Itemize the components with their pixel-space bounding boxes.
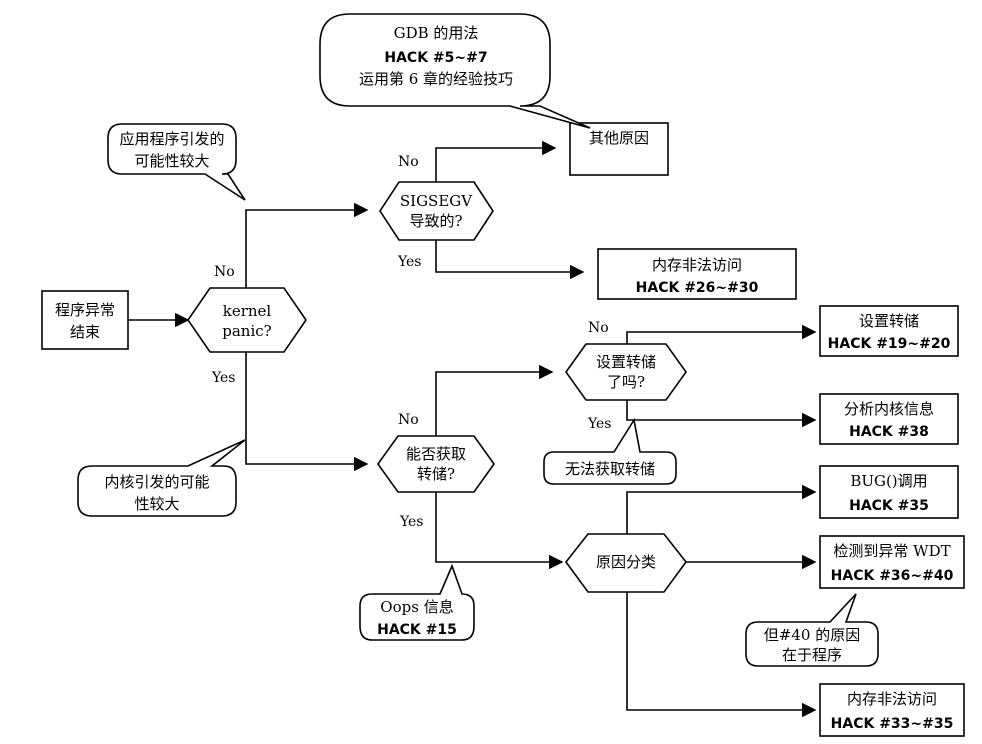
svg-text:HACK #35: HACK #35: [849, 498, 929, 514]
kernel-likely-callout: 内核引发的可能 性较大: [77, 439, 246, 517]
gdb-callout: GDB 的用法 HACK #5~#7 运用第 6 章的经验技巧: [319, 13, 591, 129]
label-can-dump-yes: Yes: [399, 514, 424, 530]
label-can-dump-no: No: [398, 412, 419, 428]
svg-text:HACK #15: HACK #15: [377, 622, 457, 638]
svg-text:内核引发的可能: 内核引发的可能: [104, 473, 209, 491]
svg-text:无法获取转储: 无法获取转储: [565, 460, 655, 478]
label-sigsegv-yes: Yes: [397, 254, 422, 270]
analyze-kernel-box: 分析内核信息 HACK #38: [819, 393, 959, 445]
edge-cause-to-bug: [626, 484, 817, 534]
oops-callout: Oops 信息 HACK #15: [359, 563, 475, 641]
svg-text:检测到异常 WDT: 检测到异常 WDT: [833, 542, 950, 560]
edge-labels: No Yes No Yes No Yes No Yes: [211, 154, 612, 530]
edge-can-dump-no: [435, 364, 554, 436]
bug-call-box: BUG()调用 HACK #35: [819, 465, 959, 519]
edge-can-dump-yes: [435, 492, 564, 570]
cause-class-decision: 原因分类: [564, 533, 688, 593]
svg-text:运用第 6 章的经验技巧: 运用第 6 章的经验技巧: [359, 70, 513, 88]
edges: [128, 140, 817, 718]
svg-text:GDB 的用法: GDB 的用法: [394, 24, 479, 42]
dump-set-decision: 设置转储了吗?: [565, 343, 687, 401]
edge-dump-set-yes: [626, 400, 817, 428]
svg-text:其他原因: 其他原因: [589, 129, 649, 147]
edge-cause-to-mem-kernel: [626, 592, 817, 718]
svg-text:设置转储了吗?: 设置转储了吗?: [596, 353, 656, 391]
svg-text:HACK #33~#35: HACK #33~#35: [831, 716, 954, 732]
svg-text:性较大: 性较大: [134, 495, 179, 513]
svg-text:程序异常结束: 程序异常结束: [55, 301, 115, 341]
label-kernel-panic-no: No: [214, 264, 235, 280]
start-box: 程序异常结束: [41, 290, 129, 350]
svg-text:HACK #5~#7: HACK #5~#7: [384, 50, 487, 66]
edge-kernel-panic-yes: [245, 352, 369, 472]
app-likely-callout: 应用程序引发的 可能性较大: [107, 123, 246, 201]
svg-text:在于程序: 在于程序: [782, 646, 842, 664]
svg-text:应用程序引发的: 应用程序引发的: [119, 130, 224, 148]
svg-text:内存非法访问: 内存非法访问: [847, 690, 937, 708]
svg-text:设置转储: 设置转储: [859, 312, 919, 330]
edge-kernel-panic-no: [245, 202, 369, 288]
label-dump-set-no: No: [588, 320, 609, 336]
detect-wdt-box: 检测到异常 WDT HACK #36~#40: [819, 535, 965, 589]
label-dump-set-yes: Yes: [587, 416, 612, 432]
svg-text:但#40 的原因: 但#40 的原因: [764, 626, 860, 644]
svg-text:可能性较大: 可能性较大: [134, 152, 209, 170]
svg-text:HACK #36~#40: HACK #36~#40: [831, 568, 954, 584]
svg-text:BUG()调用: BUG()调用: [850, 472, 927, 490]
label-kernel-panic-yes: Yes: [211, 370, 236, 386]
svg-text:分析内核信息: 分析内核信息: [844, 400, 934, 418]
svg-text:原因分类: 原因分类: [596, 553, 656, 571]
edge-dump-set-no: [626, 324, 817, 344]
svg-text:Oops 信息: Oops 信息: [380, 598, 453, 616]
svg-text:能否获取转储?: 能否获取转储?: [406, 445, 466, 483]
mem-illegal-kernel-box: 内存非法访问 HACK #33~#35: [819, 683, 965, 737]
edge-sigsegv-no: [435, 140, 557, 182]
svg-text:HACK #26~#30: HACK #26~#30: [636, 280, 759, 296]
no-dump-callout: 无法获取转储: [543, 417, 677, 485]
svg-text:HACK #19~#20: HACK #19~#20: [828, 336, 951, 352]
label-sigsegv-no: No: [398, 154, 419, 170]
edge-sigsegv-yes: [435, 240, 585, 280]
other-cause-box: 其他原因: [569, 122, 669, 176]
mem-illegal-user-box: 内存非法访问 HACK #26~#30: [597, 248, 797, 300]
set-dump-box: 设置转储 HACK #19~#20: [819, 305, 959, 357]
svg-text:HACK #38: HACK #38: [849, 424, 929, 440]
svg-text:内存非法访问: 内存非法访问: [652, 256, 742, 274]
can-dump-decision: 能否获取转储?: [377, 435, 495, 493]
hack40-callout: 但#40 的原因 在于程序: [745, 593, 879, 667]
